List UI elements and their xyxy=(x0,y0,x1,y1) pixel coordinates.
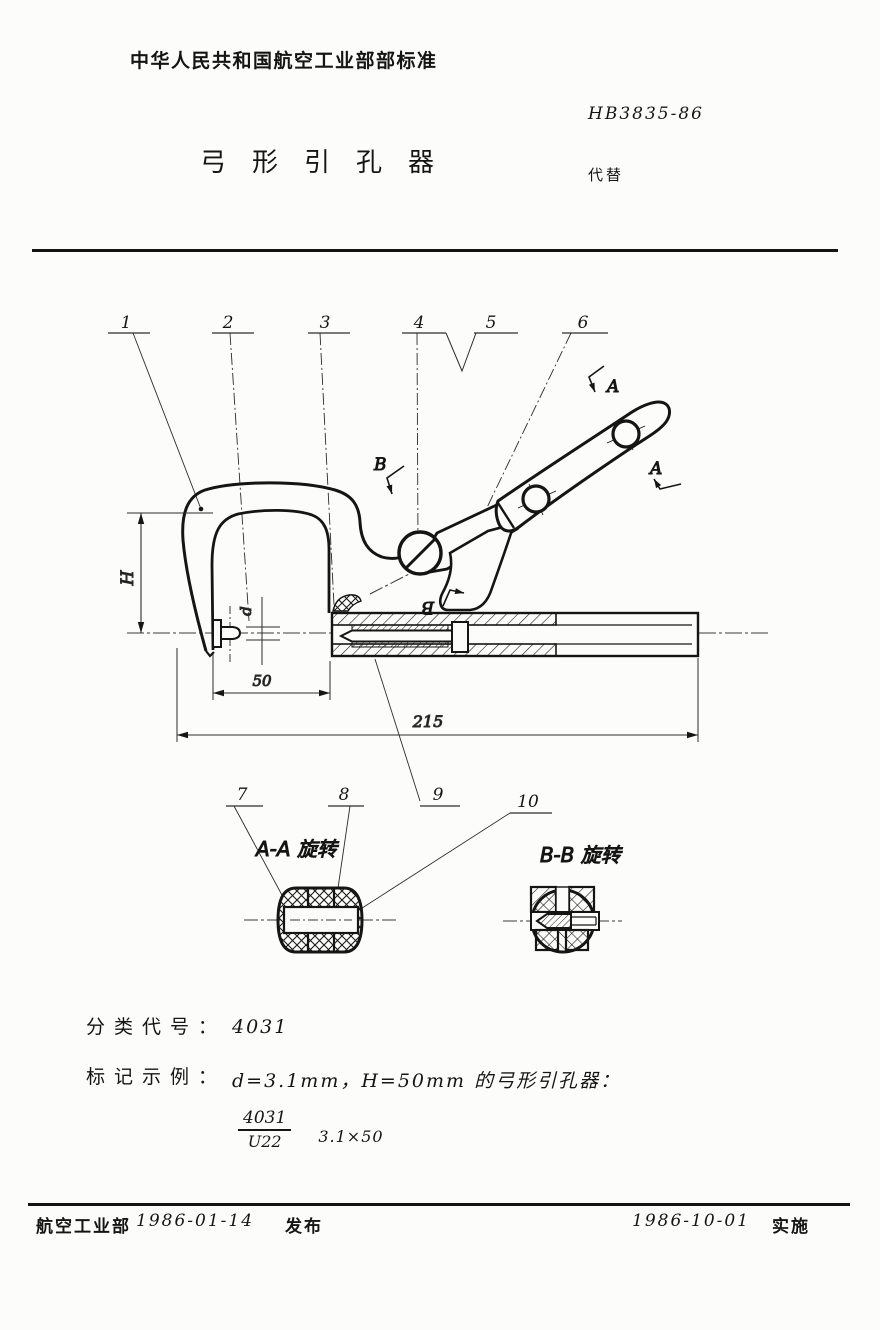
classification-code: 4031 xyxy=(232,1016,289,1038)
view-arrow-b-bottom: B xyxy=(422,597,436,617)
lever-foot-connector xyxy=(451,621,469,653)
handle-hole-1 xyxy=(517,483,557,516)
designation-denominator: U22 xyxy=(247,1132,282,1151)
marking-example-text: d=3.1mm，H=50mm 的弓形引孔器： xyxy=(232,1070,622,1092)
dimension-215: 215 xyxy=(176,648,699,742)
classification-row: 分类代号： xyxy=(86,1012,226,1039)
callout-1: 1 xyxy=(121,313,132,333)
callout-leaders-bottom xyxy=(226,658,552,920)
marking-example-label: 标记示例： xyxy=(86,1066,227,1088)
section-view-b-b: B-B 旋转 xyxy=(503,843,624,954)
pivot xyxy=(397,530,443,576)
handle xyxy=(494,400,671,533)
view-arrow-a-bottom: A xyxy=(648,459,662,479)
callout-6: 6 xyxy=(578,313,589,333)
section-a-label: A-A 旋转 xyxy=(254,837,340,861)
footer-impl-date: 1986-10-01 xyxy=(632,1211,751,1231)
callout-7: 7 xyxy=(237,785,248,805)
standard-number: HB3835-86 xyxy=(588,104,704,124)
needle xyxy=(338,629,453,643)
dim-d-label: d xyxy=(237,606,255,616)
callout-8: 8 xyxy=(339,785,350,805)
callout-3: 3 xyxy=(320,313,331,333)
footer-release-label: 发布 xyxy=(285,1217,323,1237)
callout-9: 9 xyxy=(433,785,444,805)
marking-example-row: 标记示例： xyxy=(86,1062,226,1089)
technical-drawing: 1 2 3 4 5 6 xyxy=(108,313,770,954)
anvil-flange xyxy=(212,619,222,648)
callout-2: 2 xyxy=(222,313,234,333)
handle-hole-2 xyxy=(606,418,646,451)
designation-size: 3.1×50 xyxy=(318,1127,384,1146)
designation-example: 4031 U22 3.1×50 xyxy=(238,1108,384,1151)
dim-H-label: H xyxy=(118,569,138,586)
designation-fraction: 4031 U22 xyxy=(238,1108,292,1151)
callout-5: 5 xyxy=(486,313,497,333)
callout-numbers-bottom: 7 8 9 10 xyxy=(237,785,539,812)
section-view-a-a: A-A 旋转 xyxy=(244,837,398,954)
view-arrow-a-top: A xyxy=(605,377,619,397)
dim-50-label: 50 xyxy=(252,672,272,690)
dimension-d: d xyxy=(237,597,280,665)
classification-label: 分类代号： xyxy=(86,1016,227,1038)
view-arrows: A A B B xyxy=(373,365,682,618)
designation-numerator: 4031 xyxy=(238,1108,292,1131)
callout-10: 10 xyxy=(517,792,539,812)
footer-issuer: 航空工业部 xyxy=(36,1217,131,1237)
lever-mechanism xyxy=(397,400,671,612)
body-tube xyxy=(330,594,700,658)
header-divider xyxy=(32,249,838,252)
callout-numbers-top: 1 2 3 4 5 6 xyxy=(121,313,589,333)
footer-impl-label: 实施 xyxy=(772,1217,810,1237)
anvil-pin xyxy=(220,626,242,640)
section-b-label: B-B 旋转 xyxy=(540,843,624,867)
footer-divider xyxy=(28,1203,850,1206)
weld-gusset xyxy=(332,594,362,612)
dim-215-label: 215 xyxy=(412,712,444,731)
callout-leaders-top xyxy=(108,332,608,645)
supersedes-label: 代替 xyxy=(588,166,625,184)
document-title: 弓形引孔器 xyxy=(200,148,461,178)
footer-issue-date: 1986-01-14 xyxy=(136,1211,255,1231)
dimension-H: H xyxy=(118,512,213,633)
standard-org-title: 中华人民共和国航空工业部部标准 xyxy=(130,50,438,72)
c-frame xyxy=(181,481,411,658)
callout-4: 4 xyxy=(413,313,425,333)
view-arrow-b-top: B xyxy=(373,455,387,475)
dimension-50: 50 xyxy=(212,654,331,700)
